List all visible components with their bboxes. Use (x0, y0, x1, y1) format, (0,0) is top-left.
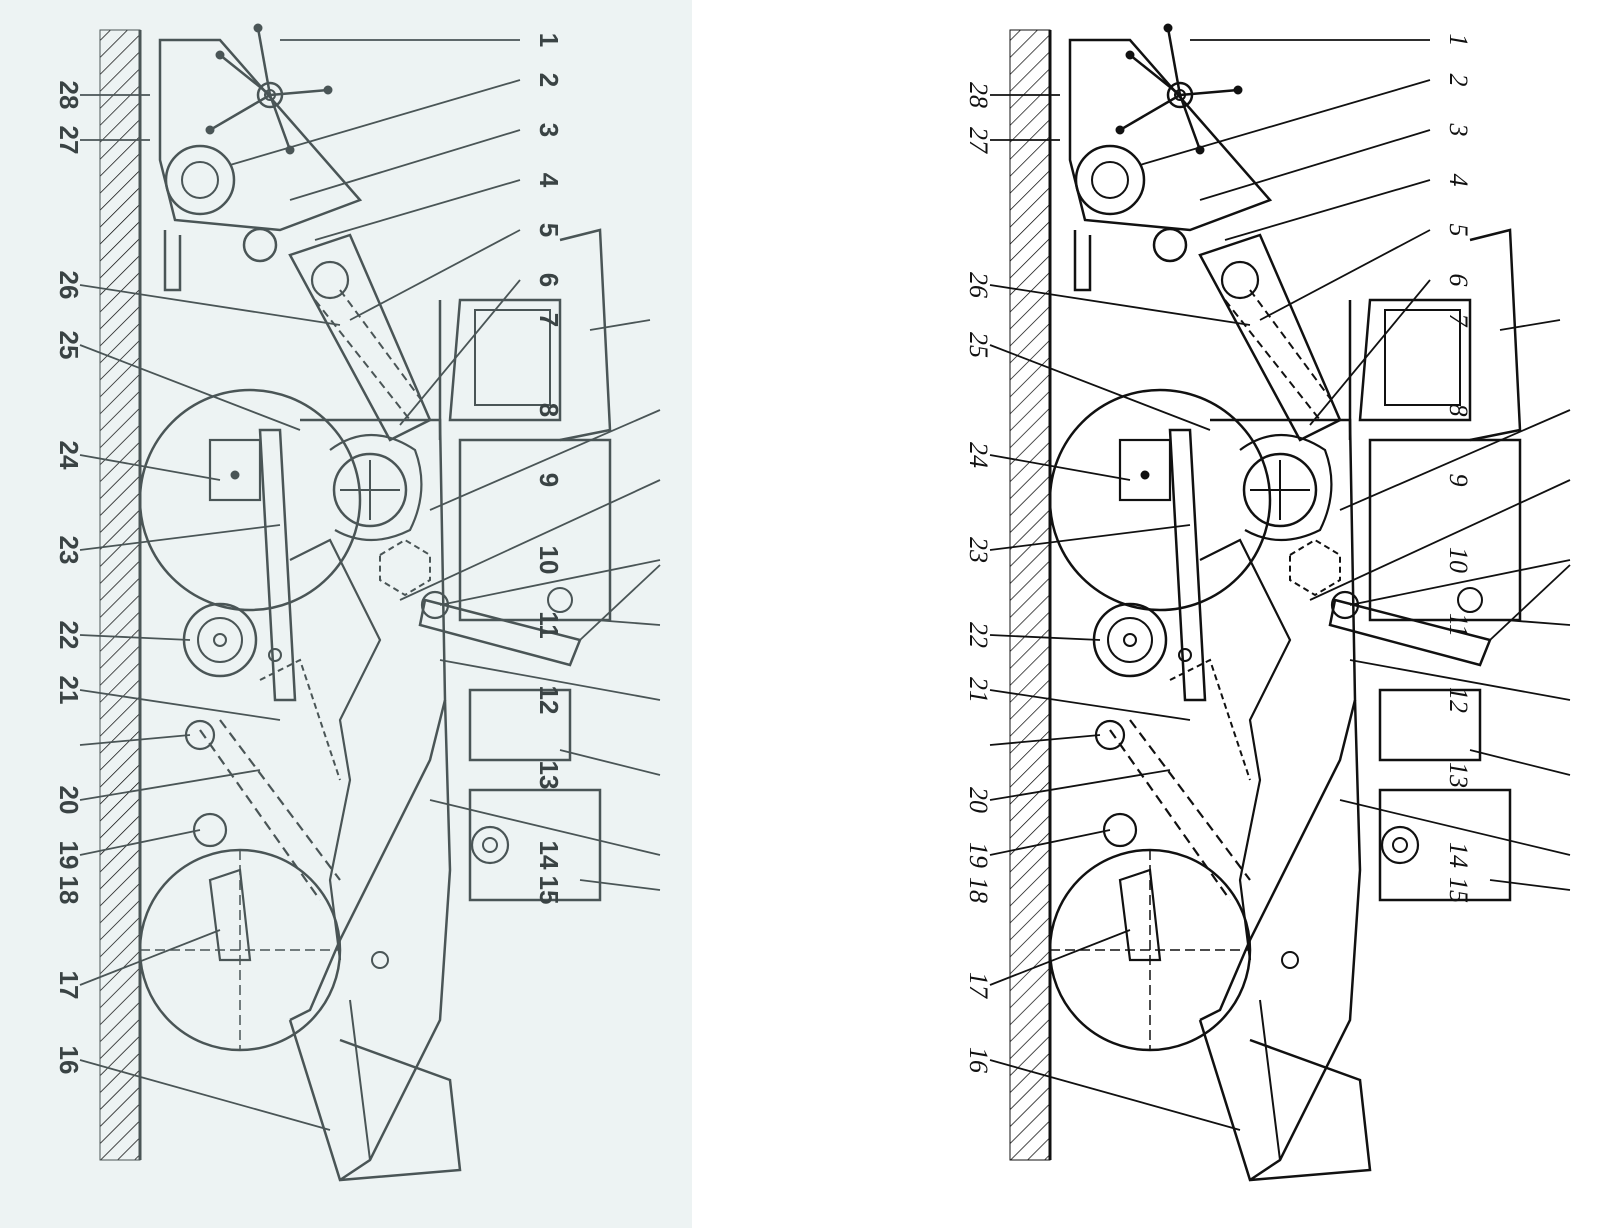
callout-labels: 1234567891011121314152827262524232221201… (54, 33, 1473, 1075)
callout-12: 12 (534, 686, 564, 715)
callout-20: 20 (964, 787, 993, 813)
callout-17: 17 (54, 971, 84, 1000)
callouts-scan: 1234567891011121314152827262524232221201… (54, 33, 564, 1075)
scanned-drawing (79, 22, 661, 1182)
callout-16: 16 (964, 1047, 993, 1073)
callout-19: 19 (964, 842, 993, 868)
callout-13: 13 (534, 761, 564, 790)
callout-16: 16 (54, 1046, 84, 1075)
callout-6: 6 (534, 273, 564, 287)
callout-13: 13 (1444, 762, 1473, 788)
callout-24: 24 (964, 442, 993, 468)
callout-14: 14 (1444, 842, 1473, 868)
leader-lines-scan (79, 39, 661, 1131)
callout-4: 4 (1444, 174, 1473, 187)
callout-11: 11 (534, 611, 564, 639)
callout-19: 19 (54, 841, 84, 870)
callout-3: 3 (1444, 123, 1473, 137)
callout-1: 1 (534, 33, 564, 47)
callout-8: 8 (1444, 404, 1473, 417)
callout-26: 26 (964, 272, 993, 298)
callout-7: 7 (534, 313, 564, 327)
callout-21: 21 (54, 676, 84, 705)
callout-1: 1 (1444, 34, 1473, 47)
callout-2: 2 (534, 73, 564, 87)
callout-2: 2 (1444, 74, 1473, 87)
redrawn-drawing (989, 22, 1571, 1182)
callout-28: 28 (964, 82, 993, 108)
callout-6: 6 (1444, 274, 1473, 287)
callout-3: 3 (534, 123, 564, 137)
callout-12: 12 (1444, 687, 1473, 713)
callout-22: 22 (964, 622, 993, 648)
redrawn-drawing-panel (692, 0, 1600, 1228)
callout-25: 25 (964, 332, 993, 358)
callout-4: 4 (534, 173, 564, 188)
machine-outline-clean (1008, 22, 1522, 1182)
callout-7: 7 (1444, 314, 1473, 328)
callout-22: 22 (54, 621, 84, 650)
callout-28: 28 (54, 81, 84, 110)
callout-10: 10 (1444, 547, 1473, 573)
callout-15: 15 (1444, 877, 1473, 903)
callouts-clean: 1234567891011121314152827262524232221201… (964, 34, 1473, 1074)
callout-17: 17 (964, 972, 993, 999)
callout-5: 5 (1444, 224, 1473, 237)
callout-18: 18 (54, 876, 84, 905)
callout-20: 20 (54, 786, 84, 815)
callout-23: 23 (54, 536, 84, 565)
callout-10: 10 (534, 546, 564, 575)
callout-11: 11 (1444, 613, 1473, 637)
callout-5: 5 (534, 223, 564, 237)
callout-18: 18 (964, 877, 993, 903)
callout-15: 15 (534, 876, 564, 905)
callout-26: 26 (54, 271, 84, 300)
callout-14: 14 (534, 841, 564, 870)
callout-27: 27 (964, 127, 993, 154)
callout-9: 9 (534, 473, 564, 487)
callout-27: 27 (54, 126, 84, 155)
callout-23: 23 (964, 537, 993, 563)
callout-9: 9 (1444, 474, 1473, 487)
callout-24: 24 (54, 441, 84, 470)
callout-21: 21 (964, 677, 993, 703)
callout-8: 8 (534, 403, 564, 417)
leader-lines-clean (989, 39, 1571, 1131)
callout-25: 25 (54, 331, 84, 360)
machine-outline-scan (98, 22, 612, 1182)
